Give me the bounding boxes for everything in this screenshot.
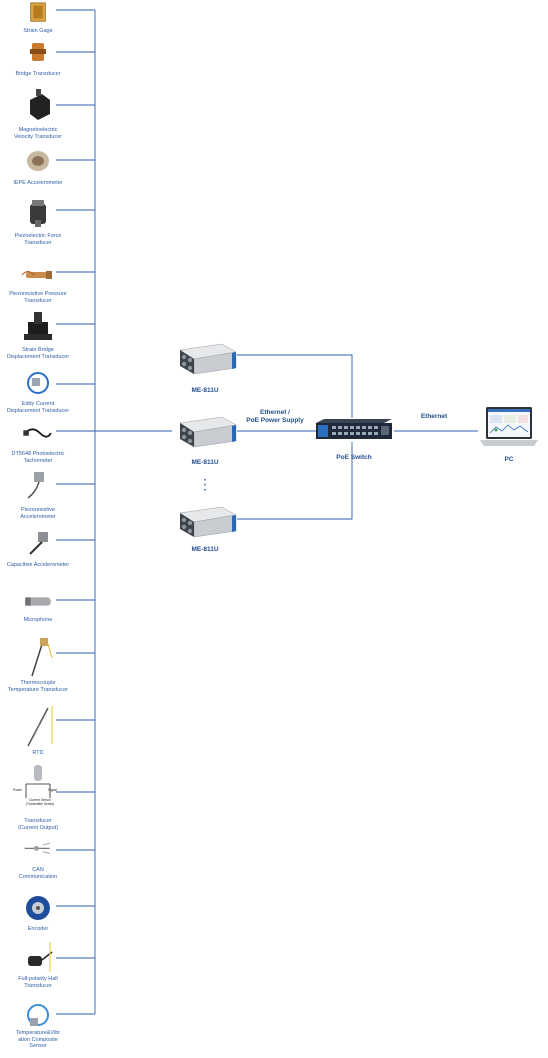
sensor-label: Piezoresistive Pressure Transducer xyxy=(9,291,67,304)
thermocouple-icon xyxy=(20,636,56,680)
sensor-label: IEPE Accelerometer xyxy=(13,180,63,186)
module-label: ME-811U xyxy=(191,387,219,394)
can-cable-icon xyxy=(20,840,56,860)
sensor-label: Piezoresistive Accelerometer xyxy=(20,507,56,520)
velocity-transducer-icon xyxy=(20,88,56,122)
sensor-label: Piezoelectric Force Transducer xyxy=(14,233,62,246)
module-label: ME-811U xyxy=(191,459,219,466)
sensor-label: Microphone xyxy=(23,617,53,623)
sensor-label: Transducer (Current Output) xyxy=(17,818,59,831)
pc xyxy=(478,405,540,449)
sensor-label: DT5648 Photoelectric Tachometer xyxy=(11,451,65,464)
daq-module-icon xyxy=(179,416,237,448)
strain-gage-icon xyxy=(20,2,56,24)
eddy-current-icon xyxy=(20,370,56,396)
ellipsis: ⋮ xyxy=(198,476,212,492)
sensor-label: Capacitive Accelerometer xyxy=(6,562,70,568)
module1-to-switch-line xyxy=(237,354,353,418)
pressure-transducer-icon xyxy=(20,262,56,288)
sensor-label: Thermocouple Temperature Transducer xyxy=(8,680,68,693)
microphone-icon xyxy=(20,591,56,613)
sensor-label: Full-polarity Hall Transducer xyxy=(18,976,58,989)
displacement-transducer-icon xyxy=(20,308,56,344)
rtd-icon xyxy=(20,704,56,748)
module-label: ME-811U xyxy=(191,546,219,553)
tachometer-icon xyxy=(20,422,56,444)
capacitive-accelerometer-icon xyxy=(20,530,56,556)
force-transducer-icon xyxy=(20,198,56,228)
encoder-icon xyxy=(20,892,56,924)
sensor-label: Bridge Transducer xyxy=(15,71,61,77)
sensor-label: Eddy Current Displacement Transducer xyxy=(6,401,70,414)
signal-label: Signal xyxy=(48,788,57,792)
sensor-label: Magnetoelectric Velocity Transducer xyxy=(14,127,62,140)
daq-module-icon xyxy=(179,506,237,538)
composite-sensor-icon xyxy=(20,1002,56,1028)
current-transducer-icon xyxy=(20,764,56,810)
daq-module xyxy=(172,340,238,376)
sensor-label: Temperature&Vibr ation Composite Sensor xyxy=(15,1030,61,1050)
pc-label: PC xyxy=(504,456,514,463)
current-sensor-caption: Current Sensor (Transmitter Series) xyxy=(26,798,55,806)
ethernet-link-label: Ethernet xyxy=(420,413,448,420)
sensor-label: Strain Gage xyxy=(23,28,53,34)
poe-switch xyxy=(314,417,394,443)
bridge-transducer-icon xyxy=(20,40,56,64)
piezoresistive-accelerometer-icon xyxy=(20,470,56,500)
poe-link-label: Ethernet / PoE Power Supply xyxy=(246,409,304,424)
daq-module-icon xyxy=(179,343,237,375)
module3-to-switch-line xyxy=(237,442,353,520)
sensor-label: CAN Communication xyxy=(18,867,58,880)
power-label: Power xyxy=(13,788,23,792)
hall-transducer-icon xyxy=(20,942,56,974)
laptop-icon xyxy=(480,407,538,446)
switch-label: PoE Switch xyxy=(336,454,372,461)
daq-module xyxy=(172,413,238,449)
sensor-label: Strain Bridge Displacement Transducer xyxy=(6,347,70,360)
daq-module xyxy=(172,503,238,539)
iepe-accelerometer-icon xyxy=(20,149,56,173)
sensor-label: RTD xyxy=(32,750,44,756)
poe-switch-icon xyxy=(316,419,392,439)
sensor-label: Encoder xyxy=(27,926,49,932)
